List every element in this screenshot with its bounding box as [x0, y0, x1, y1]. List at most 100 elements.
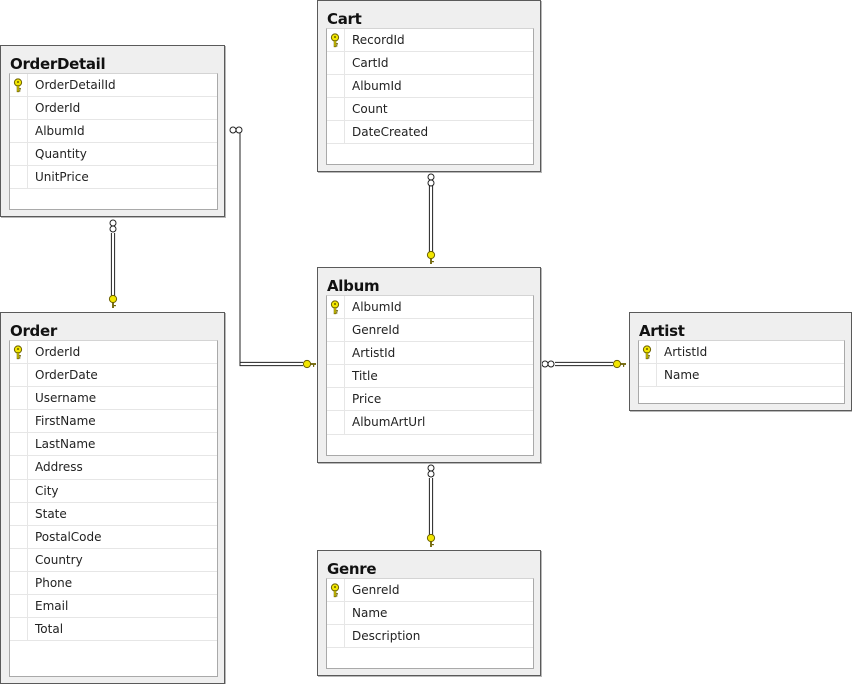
new-column-row[interactable] [327, 648, 533, 672]
row-selector[interactable] [10, 97, 28, 120]
column-row[interactable]: AlbumId [327, 75, 533, 99]
column-row[interactable]: Name [327, 602, 533, 626]
relationship-album-genre[interactable] [426, 464, 436, 547]
table-title: Order [10, 322, 57, 340]
column-row-primary-key[interactable]: OrderId [10, 341, 217, 365]
relationship-orderdetail-album[interactable] [229, 126, 316, 369]
column-name: Quantity [35, 147, 87, 162]
primary-key-icon [330, 583, 340, 598]
new-column-row[interactable] [639, 387, 844, 411]
column-row-primary-key[interactable]: OrderDetailId [10, 74, 217, 98]
column-row[interactable]: Description [327, 625, 533, 649]
row-selector[interactable] [10, 456, 28, 479]
row-selector[interactable] [10, 166, 28, 189]
new-column-row[interactable] [10, 641, 217, 665]
column-row[interactable]: Address [10, 456, 217, 480]
row-selector[interactable] [327, 579, 345, 602]
table-title: OrderDetail [10, 55, 106, 73]
row-selector[interactable] [10, 143, 28, 166]
new-column-row[interactable] [327, 435, 533, 459]
row-selector[interactable] [10, 364, 28, 387]
row-selector[interactable] [327, 319, 345, 342]
row-selector[interactable] [10, 525, 28, 548]
column-name: Phone [35, 575, 73, 590]
row-selector[interactable] [10, 120, 28, 143]
row-selector[interactable] [10, 433, 28, 456]
column-row[interactable]: Email [10, 595, 217, 619]
column-row[interactable]: LastName [10, 433, 217, 457]
column-row[interactable]: City [10, 479, 217, 503]
column-row[interactable]: Title [327, 365, 533, 389]
column-row[interactable]: Total [10, 618, 217, 642]
column-name: Name [664, 368, 700, 383]
column-row[interactable]: OrderDate [10, 364, 217, 388]
relationship-album-artist[interactable] [541, 359, 626, 369]
primary-key-icon [13, 78, 23, 93]
new-column-row[interactable] [327, 144, 533, 168]
row-selector[interactable] [327, 602, 345, 625]
row-selector[interactable] [327, 388, 345, 411]
column-row[interactable]: UnitPrice [10, 166, 217, 190]
new-column-row[interactable] [10, 189, 217, 213]
column-row[interactable]: Name [639, 364, 844, 388]
row-selector[interactable] [10, 571, 28, 595]
column-row[interactable]: ArtistId [327, 342, 533, 366]
column-row[interactable]: Country [10, 548, 217, 572]
row-selector[interactable] [10, 74, 28, 97]
row-selector[interactable] [327, 411, 345, 434]
column-row[interactable]: State [10, 502, 217, 526]
row-selector[interactable] [10, 479, 28, 502]
column-row[interactable]: AlbumArtUrl [327, 411, 533, 435]
column-row[interactable]: PostalCode [10, 525, 217, 549]
row-selector[interactable] [327, 52, 345, 75]
column-row[interactable]: DateCreated [327, 121, 533, 145]
column-name: Count [352, 102, 388, 117]
row-selector[interactable] [327, 98, 345, 121]
column-row[interactable]: FirstName [10, 410, 217, 434]
column-row-primary-key[interactable]: RecordId [327, 29, 533, 53]
column-row[interactable]: GenreId [327, 319, 533, 343]
column-row[interactable]: Username [10, 387, 217, 411]
column-row[interactable]: AlbumId [10, 120, 217, 144]
row-selector[interactable] [327, 29, 345, 52]
column-row-primary-key[interactable]: AlbumId [327, 296, 533, 320]
row-selector[interactable] [10, 502, 28, 525]
row-selector[interactable] [327, 342, 345, 365]
column-name: OrderDetailId [35, 78, 116, 92]
row-selector[interactable] [639, 341, 657, 364]
column-row-primary-key[interactable]: ArtistId [639, 341, 844, 365]
column-row[interactable]: Count [327, 98, 533, 122]
column-name: OrderDate [35, 368, 98, 383]
column-row[interactable]: CartId [327, 52, 533, 76]
column-row[interactable]: Phone [10, 571, 217, 596]
row-selector[interactable] [327, 121, 345, 144]
relationship-cart-album[interactable] [426, 173, 436, 264]
row-selector[interactable] [10, 410, 28, 433]
row-selector[interactable] [327, 296, 345, 319]
column-row[interactable]: OrderId [10, 97, 217, 121]
row-selector[interactable] [10, 595, 28, 618]
row-selector[interactable] [10, 387, 28, 410]
row-selector[interactable] [10, 341, 28, 364]
column-name: OrderId [35, 101, 81, 116]
relationship-orderdetail-order[interactable] [108, 219, 118, 308]
column-row[interactable]: Quantity [10, 143, 217, 167]
row-selector[interactable] [327, 365, 345, 388]
column-name: AlbumId [352, 300, 402, 314]
column-row-primary-key[interactable]: GenreId [327, 579, 533, 603]
row-selector[interactable] [639, 364, 657, 387]
row-selector[interactable] [327, 625, 345, 648]
column-row[interactable]: Price [327, 388, 533, 412]
row-selector[interactable] [327, 75, 345, 98]
row-selector[interactable] [10, 548, 28, 571]
row-selector[interactable] [10, 618, 28, 641]
